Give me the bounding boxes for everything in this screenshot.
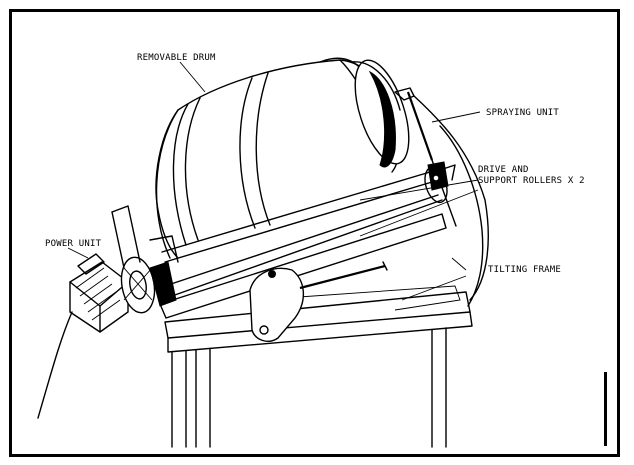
label-tilting-frame: TILTING FRAME (488, 265, 561, 275)
label-removable-drum: REMOVABLE DRUM (137, 53, 216, 63)
label-spraying-unit: SPRAYING UNIT (486, 108, 559, 118)
leader-lines (67, 61, 481, 301)
label-drive-line1: DRIVE AND (478, 165, 529, 175)
label-drive-line2: SUPPORT ROLLERS X 2 (478, 176, 585, 186)
stand (164, 285, 473, 448)
removable-drum (155, 57, 410, 259)
tilting-frame (159, 213, 447, 342)
label-power-unit: POWER UNIT (45, 239, 102, 249)
drive-rollers (161, 161, 456, 297)
power-unit (37, 205, 179, 419)
diagram-frame (9, 9, 620, 457)
spraying-unit (394, 87, 489, 307)
scan-bar (604, 372, 607, 446)
